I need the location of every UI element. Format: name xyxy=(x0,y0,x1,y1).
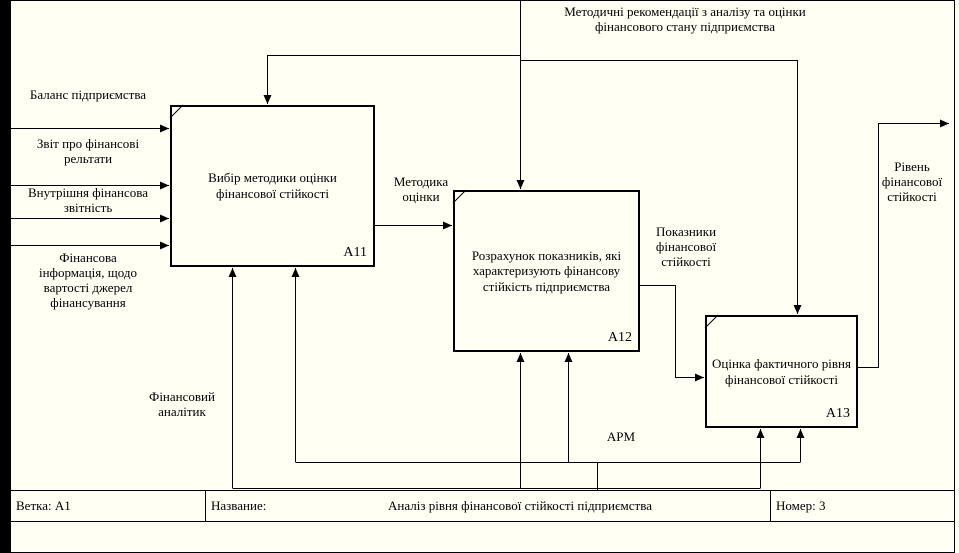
activity-label-a11: Вибір методики оцінки фінансової стійкос… xyxy=(208,170,337,201)
input-label-fininfo: Фінансова інформація, щодо вартості джер… xyxy=(38,250,137,310)
corner-fold-a13 xyxy=(704,314,719,329)
activity-box-a11[interactable]: Вибір методики оцінки фінансової стійкос… xyxy=(170,105,375,267)
activity-box-a13[interactable]: Оцінка фактичного рівня фінансової стійк… xyxy=(705,315,858,428)
mechanism-label-arm: АРМ xyxy=(606,429,636,444)
flow-label-indicators: Показники фінансової стійкості xyxy=(655,224,717,269)
input-label-internal: Внутрішня фінансова звітність xyxy=(27,185,148,215)
left-black-bar xyxy=(0,0,10,553)
control-arrow-a11 xyxy=(263,55,521,104)
corner-fold-a11 xyxy=(169,104,184,119)
input-label-report: Звіт про фінансові рельтати xyxy=(36,136,140,166)
activity-id-a11: А11 xyxy=(343,245,367,261)
flow-arrow-a12-a13 xyxy=(640,285,704,382)
activity-id-a12: А12 xyxy=(607,330,632,346)
activity-id-a13: А13 xyxy=(825,406,850,422)
footer-name-label: Название: xyxy=(211,498,267,513)
flow-label-methodology: Методика оцінки xyxy=(393,174,449,204)
input-label-balance: Баланс підприємства xyxy=(29,87,147,102)
activity-box-a12[interactable]: Розрахунок показників, які характеризуют… xyxy=(453,190,640,352)
activity-label-a12: Розрахунок показників, які характеризуют… xyxy=(471,247,622,294)
control-arrow-a13 xyxy=(520,60,802,314)
activity-label-a13: Оцінка фактичного рівня фінансової стійк… xyxy=(712,355,851,387)
output-label: Рівень фінансової стійкості xyxy=(881,159,943,204)
footer-number: Номер: 3 xyxy=(776,498,826,513)
footer-branch: Ветка: А1 xyxy=(16,498,71,513)
control-label: Методичні рекомендації з аналізу та оцін… xyxy=(564,4,806,34)
mechanism-label-analyst: Фінансовий аналітик xyxy=(149,389,215,419)
output-arrow xyxy=(858,119,949,368)
footer-diagram-title: Аналіз рівня фінансової стійкості підпри… xyxy=(388,498,652,513)
corner-fold-a12 xyxy=(452,189,467,204)
